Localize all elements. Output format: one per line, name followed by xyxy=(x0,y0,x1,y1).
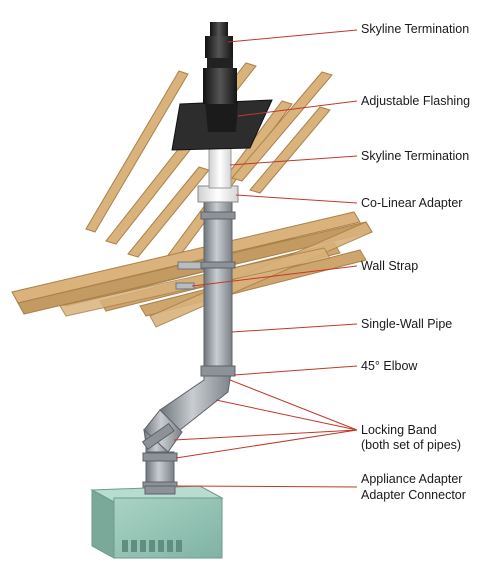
label-single-wall-pipe: Single-Wall Pipe xyxy=(361,317,453,331)
label-adapter-connector: Adapter Connector xyxy=(361,488,466,502)
appliance-box xyxy=(90,485,224,559)
label-skyline-termination-top: Skyline Termination xyxy=(361,22,470,36)
termination-top-part xyxy=(203,22,237,104)
vent-pipe xyxy=(141,199,236,493)
leader-band-3 xyxy=(173,429,358,441)
adjustable-flashing-part xyxy=(171,99,273,151)
label-co-linear-adapter: Co-Linear Adapter xyxy=(361,196,463,210)
leader-wall-strap xyxy=(191,265,358,287)
termination-lower-part xyxy=(208,145,232,189)
leader-appliance xyxy=(175,485,358,488)
label-appliance-adapter: Appliance Adapter xyxy=(361,472,463,486)
leader-skyline-top xyxy=(227,29,358,43)
label-adjustable-flashing: Adjustable Flashing xyxy=(361,94,471,108)
leader-band-2 xyxy=(215,399,358,431)
leader-co-linear xyxy=(235,194,358,204)
leader-flashing xyxy=(237,100,358,117)
label-locking-band: Locking Band xyxy=(361,423,437,437)
leader-lines xyxy=(173,29,358,488)
label-wall-strap: Wall Strap xyxy=(361,259,419,273)
leader-elbow xyxy=(233,365,358,376)
leader-single-wall xyxy=(231,323,358,333)
label-locking-band-note: (both set of pipes) xyxy=(361,438,462,452)
label-skyline-termination-lower: Skyline Termination xyxy=(361,149,470,163)
leader-skyline-lower xyxy=(229,155,358,166)
leader-band-1 xyxy=(229,379,358,431)
label-45-elbow: 45° Elbow xyxy=(361,359,418,373)
leader-band-4 xyxy=(175,429,358,459)
